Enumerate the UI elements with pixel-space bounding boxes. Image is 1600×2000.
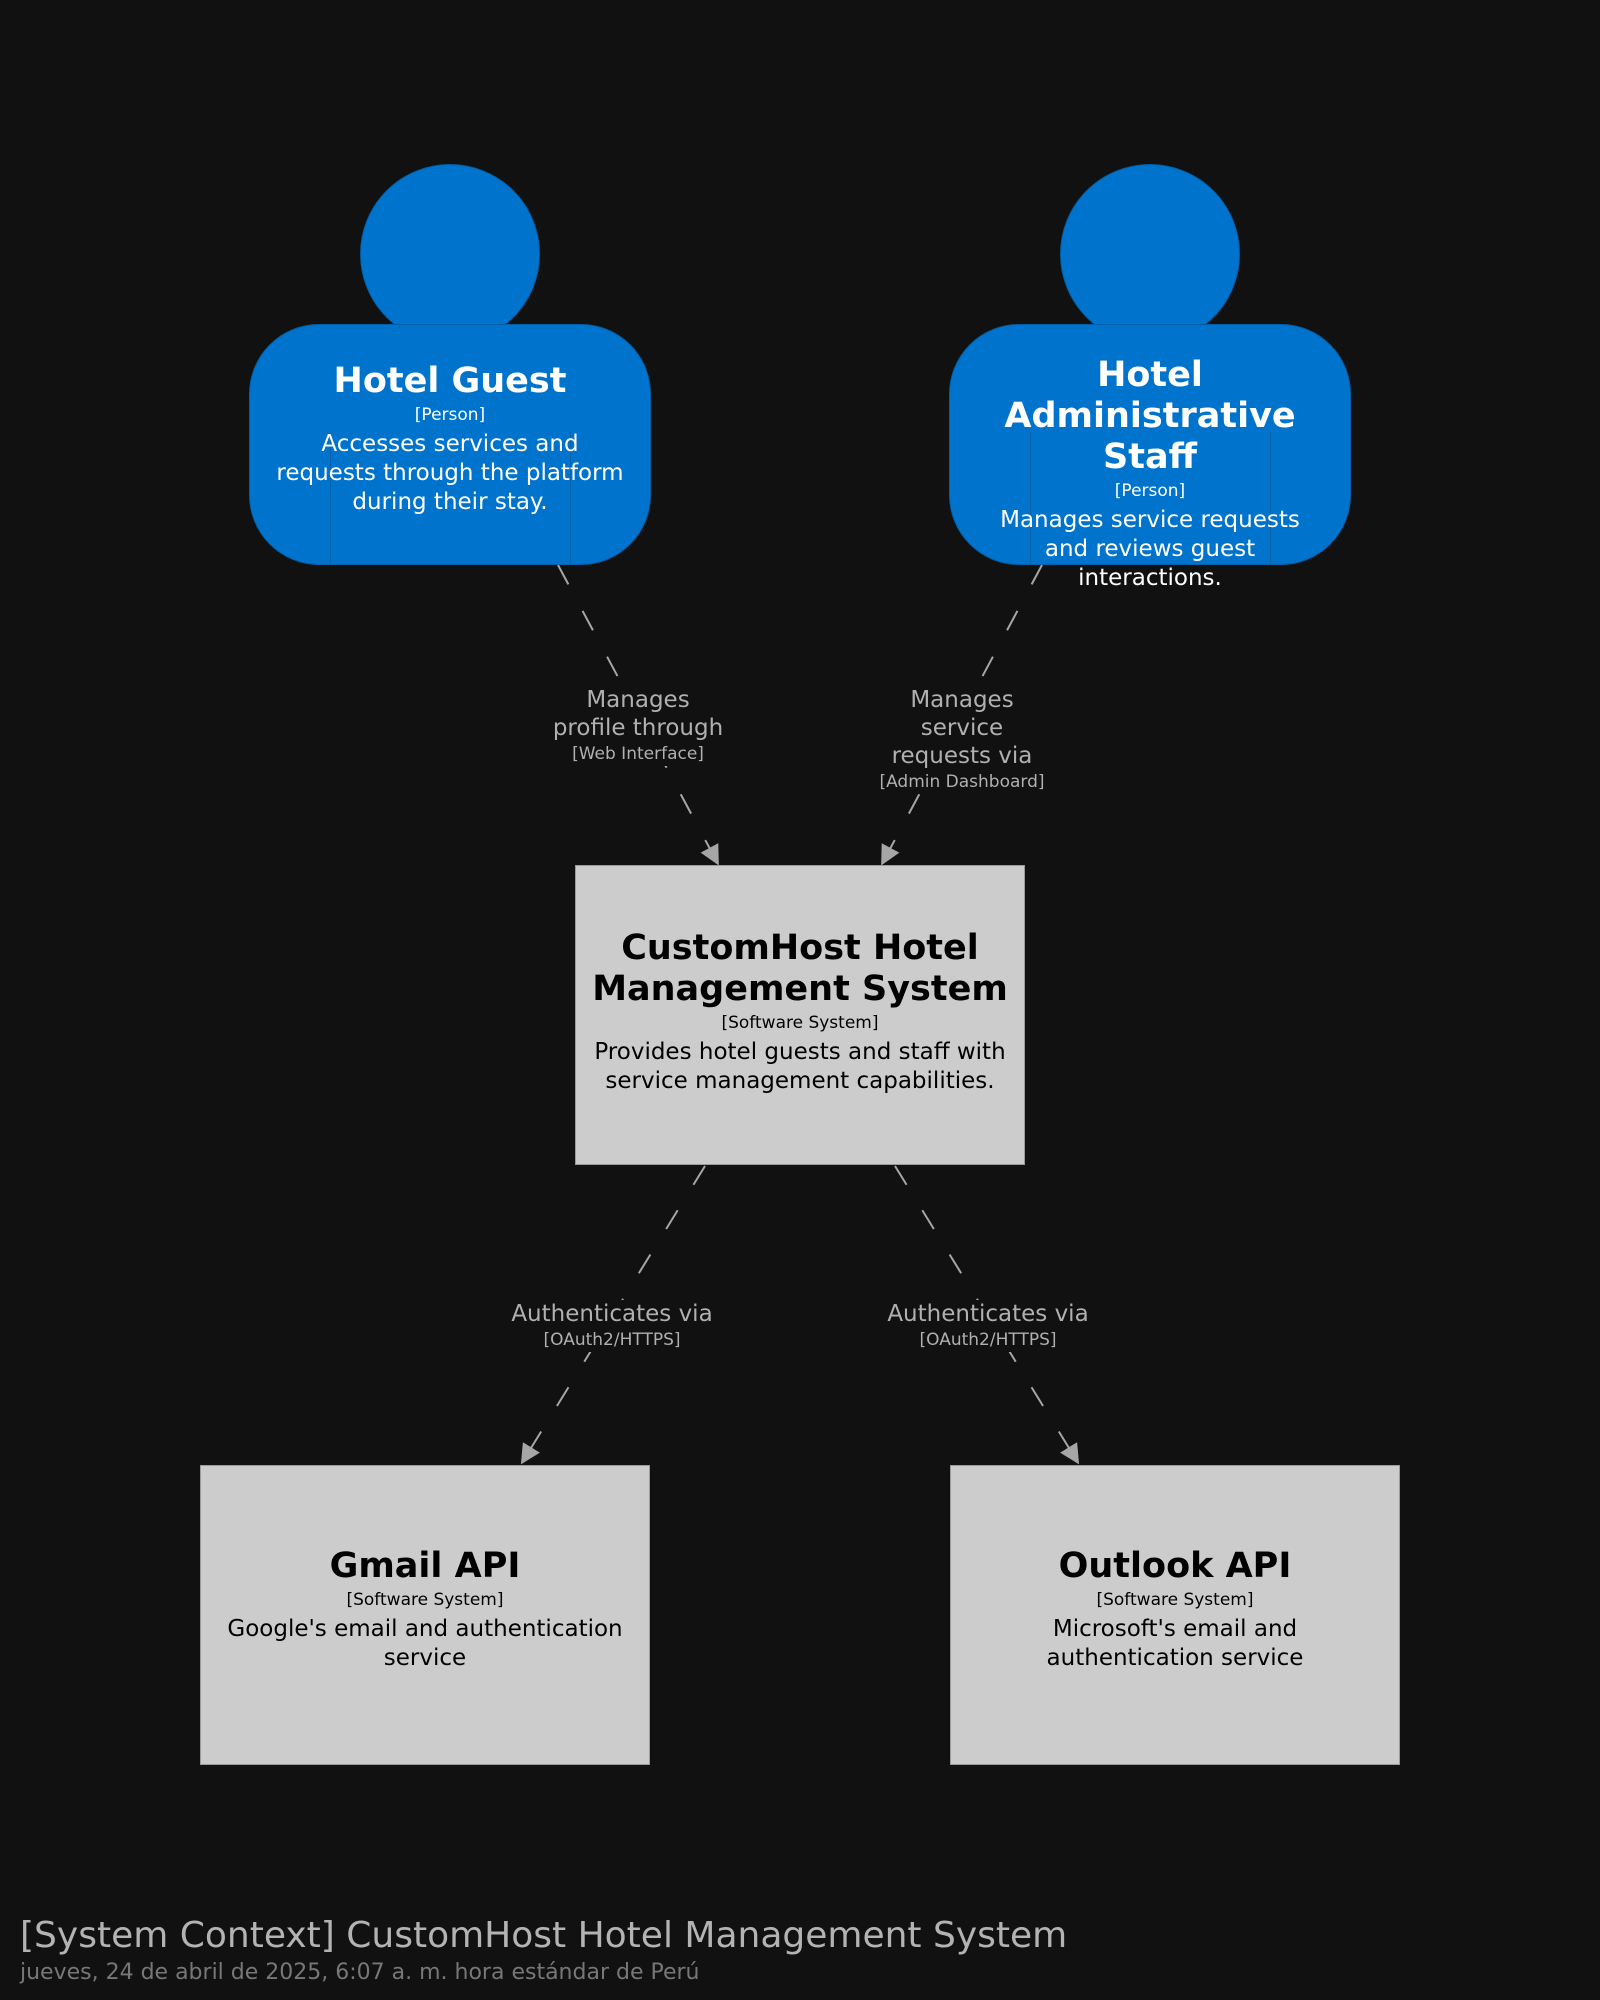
diagram-title: [System Context] CustomHost Hotel Manage… [20,1915,1068,1956]
relationship-label: Manages profile through [552,687,724,741]
system-description: Microsoft's email and authentication ser… [1046,1616,1304,1671]
relationship-staff-to-system[interactable]: Manages service requests via [Admin Dash… [832,686,1092,794]
relationship-guest-to-system[interactable]: Manages profile through [Web Interface] [508,686,768,766]
person-description: Accesses services and requests through t… [276,431,624,515]
system-name: Gmail API [329,1546,521,1586]
system-name: Outlook API [1058,1546,1292,1586]
person-name: Hotel Guest [333,361,567,401]
relationship-system-to-gmail[interactable]: Authenticates via [OAuth2/HTTPS] [492,1300,732,1352]
system-type: [Software System] [721,1013,879,1033]
system-type: [Software System] [1096,1590,1254,1610]
system-name: CustomHost Hotel Management System [592,928,1008,1009]
system-type: [Software System] [346,1590,504,1610]
person-type: [Person] [414,405,486,425]
person-body: Hotel Guest [Person] Accesses services a… [249,324,651,565]
person-body: Hotel Administrative Staff [Person] Mana… [949,324,1351,591]
person-head-icon [360,164,540,344]
person-description: Manages service requests and reviews gue… [1000,507,1300,591]
diagram-timestamp: jueves, 24 de abril de 2025, 6:07 a. m. … [20,1960,700,1985]
system-gmail-api[interactable]: Gmail API [Software System] Google's ema… [200,1465,650,1765]
relationship-technology: [OAuth2/HTTPS] [919,1330,1057,1350]
relationship-technology: [OAuth2/HTTPS] [543,1330,681,1350]
system-outlook-api[interactable]: Outlook API [Software System] Microsoft'… [950,1465,1400,1765]
relationship-label: Authenticates via [887,1301,1089,1327]
relationship-label: Authenticates via [511,1301,713,1327]
system-customhost-hotel-management[interactable]: CustomHost Hotel Management System [Soft… [575,865,1025,1165]
system-description: Google's email and authentication servic… [227,1616,623,1671]
person-name: Hotel Administrative Staff [1004,355,1296,477]
relationship-technology: [Admin Dashboard] [879,772,1045,792]
relationship-system-to-outlook[interactable]: Authenticates via [OAuth2/HTTPS] [868,1300,1108,1352]
person-head-icon [1060,164,1240,344]
relationship-technology: [Web Interface] [572,744,704,764]
person-type: [Person] [1114,481,1186,501]
relationship-label: Manages service requests via [891,687,1033,769]
system-description: Provides hotel guests and staff with ser… [594,1039,1006,1094]
